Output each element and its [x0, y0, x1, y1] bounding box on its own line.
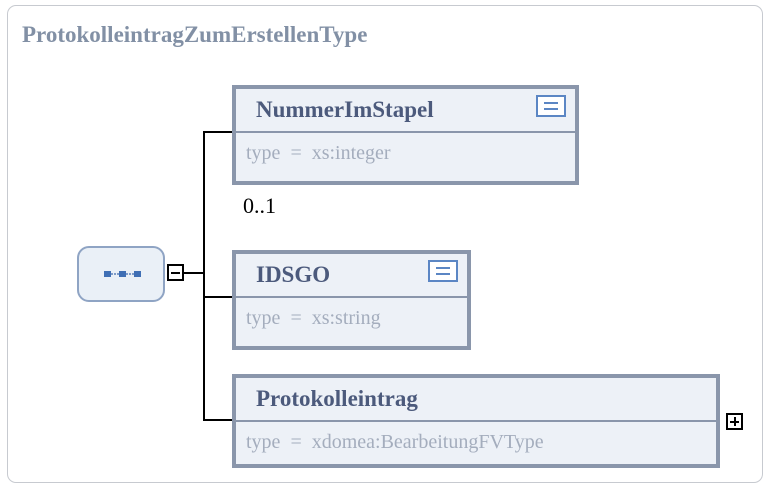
connector-line — [203, 296, 235, 298]
documentation-icon — [428, 260, 458, 282]
connector-line — [203, 131, 235, 133]
element-name: IDSGO — [256, 262, 331, 287]
element-type: type = xs:integer — [246, 142, 391, 164]
element-type: type = xdomea:BearbeitungFVType — [246, 431, 544, 453]
separator — [236, 131, 575, 133]
element-nummerimstapel[interactable]: NummerImStapel type = xs:integer — [232, 85, 579, 185]
element-type: type = xs:string — [246, 307, 381, 329]
element-name: Protokolleintrag — [256, 386, 418, 411]
sequence-compositor[interactable] — [77, 246, 165, 302]
element-name: NummerImStapel — [256, 97, 434, 122]
connector-line — [184, 272, 204, 274]
expand-toggle[interactable] — [726, 413, 743, 430]
connector-line — [203, 132, 205, 420]
minus-box-icon — [171, 272, 180, 274]
element-protokolleintrag[interactable]: Protokolleintrag type = xdomea:Bearbeitu… — [232, 374, 720, 468]
documentation-icon — [536, 95, 566, 117]
complex-type-title: ProtokolleintragZumErstellenType — [22, 22, 368, 47]
element-idsgo[interactable]: IDSGO type = xs:string — [232, 250, 471, 350]
connector-line — [203, 419, 235, 421]
sequence-icon — [104, 271, 141, 277]
plus-box-icon-vertical — [734, 417, 736, 426]
occurrence-label: 0..1 — [243, 193, 276, 218]
separator — [236, 420, 716, 422]
separator — [236, 296, 467, 298]
collapse-toggle[interactable] — [167, 264, 184, 281]
